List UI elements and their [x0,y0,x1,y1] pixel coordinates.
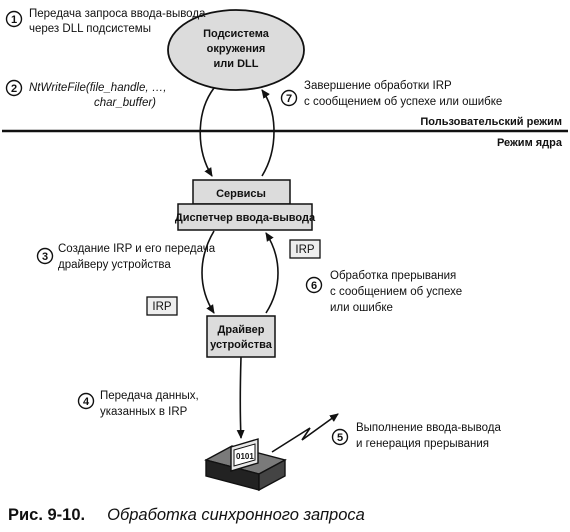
step-2-line-1: NtWriteFile(file_handle, …, [29,82,166,94]
step-5-marker [331,428,349,446]
irp-tag-up-label: IRP [295,244,315,256]
driver-label-line-1: Драйвер [218,324,265,336]
subsystem-label-line-2: окружения [207,43,266,55]
device-screen-text: 0101 [236,452,254,461]
step-4-marker [77,392,95,410]
step-1: 1 Передача запроса ввода-вывода через DL… [5,8,206,35]
io-manager-node: Диспетчер ввода-вывода [175,203,316,231]
services-node: Сервисы [192,179,291,205]
step-5-line-1: Выполнение ввода-вывода [356,422,502,434]
kernel-mode-label: Режим ядра [497,137,563,149]
step-7: 7 Завершение обработки IRP с сообщением … [280,80,502,108]
step-6-line-1: Обработка прерывания [330,270,456,282]
step-3: 3 Создание IRP и его передача драйверу у… [36,243,216,271]
step-1-number: 1 [11,14,17,26]
driver-node: Драйвер устройства [206,315,276,358]
subsystem-node: Подсистема окружения или DLL [167,9,305,91]
arrow-services-to-subsystem [261,89,275,177]
step-1-marker [5,10,23,28]
step-3-line-2: драйверу устройства [58,259,171,271]
user-mode-label: Пользовательский режим [420,116,562,128]
step-2-call: NtWriteFile [29,82,86,94]
step-3-marker [36,247,54,265]
arrow-driver-to-io-manager [265,232,279,314]
step-5-line-2: и генерация прерывания [356,438,489,450]
step-4: 4 Передача данных, указанных в IRP [77,390,199,418]
step-2: 2 NtWriteFile(file_handle, …, char_buffe… [5,79,166,109]
subsystem-label-line-3: или DLL [214,58,259,70]
step-4-number: 4 [83,396,90,408]
figure-caption-label: Рис. 9-10. [8,506,86,524]
irp-tag-down: IRP [146,296,178,316]
interrupt-signal-arrow [271,413,339,453]
step-6-line-2: с сообщением об успехе [330,286,462,298]
device-icon: 0101 [204,438,287,492]
step-2-args-2: char_buffer) [94,97,156,109]
step-7-line-1: Завершение обработки IRP [304,80,452,92]
subsystem-label-line-1: Подсистема [203,28,270,40]
mode-boundary: Пользовательский режим Режим ядра [2,116,568,149]
irp-tag-up: IRP [289,239,321,259]
step-1-line-1: Передача запроса ввода-вывода [29,8,206,20]
step-6-line-3: или ошибке [330,302,393,314]
step-4-line-2: указанных в IRP [100,406,188,418]
step-6-number: 6 [311,280,317,292]
step-3-number: 3 [42,251,48,263]
step-2-marker [5,79,23,97]
irp-tag-down-label: IRP [152,301,172,313]
step-7-line-2: с сообщением об успехе или ошибке [304,96,502,108]
services-label: Сервисы [216,188,266,200]
step-7-marker [280,89,298,107]
step-7-number: 7 [286,93,292,105]
arrow-subsystem-to-services [199,87,215,177]
step-6-marker [305,276,323,294]
step-4-line-1: Передача данных, [100,390,199,402]
arrow-driver-to-device [236,356,245,439]
figure-caption-title: Обработка синхронного запроса [107,506,365,524]
step-3-line-1: Создание IRP и его передача [58,243,216,255]
step-1-line-2: через DLL подсистемы [29,23,151,35]
diagram-canvas: Подсистема окружения или DLL Пользовател… [2,8,568,492]
step-5-number: 5 [337,432,343,444]
arrow-io-manager-to-driver [201,230,215,314]
io-manager-label: Диспетчер ввода-вывода [175,212,316,224]
step-5: 5 Выполнение ввода-вывода и генерация пр… [331,422,502,450]
step-2-args-1: (file_handle, …, [86,82,167,94]
step-2-number: 2 [11,83,17,95]
step-6: 6 Обработка прерывания с сообщением об у… [305,270,462,314]
driver-label-line-2: устройства [210,339,273,351]
figure-caption: Рис. 9-10. Обработка синхронного запроса [8,506,365,525]
